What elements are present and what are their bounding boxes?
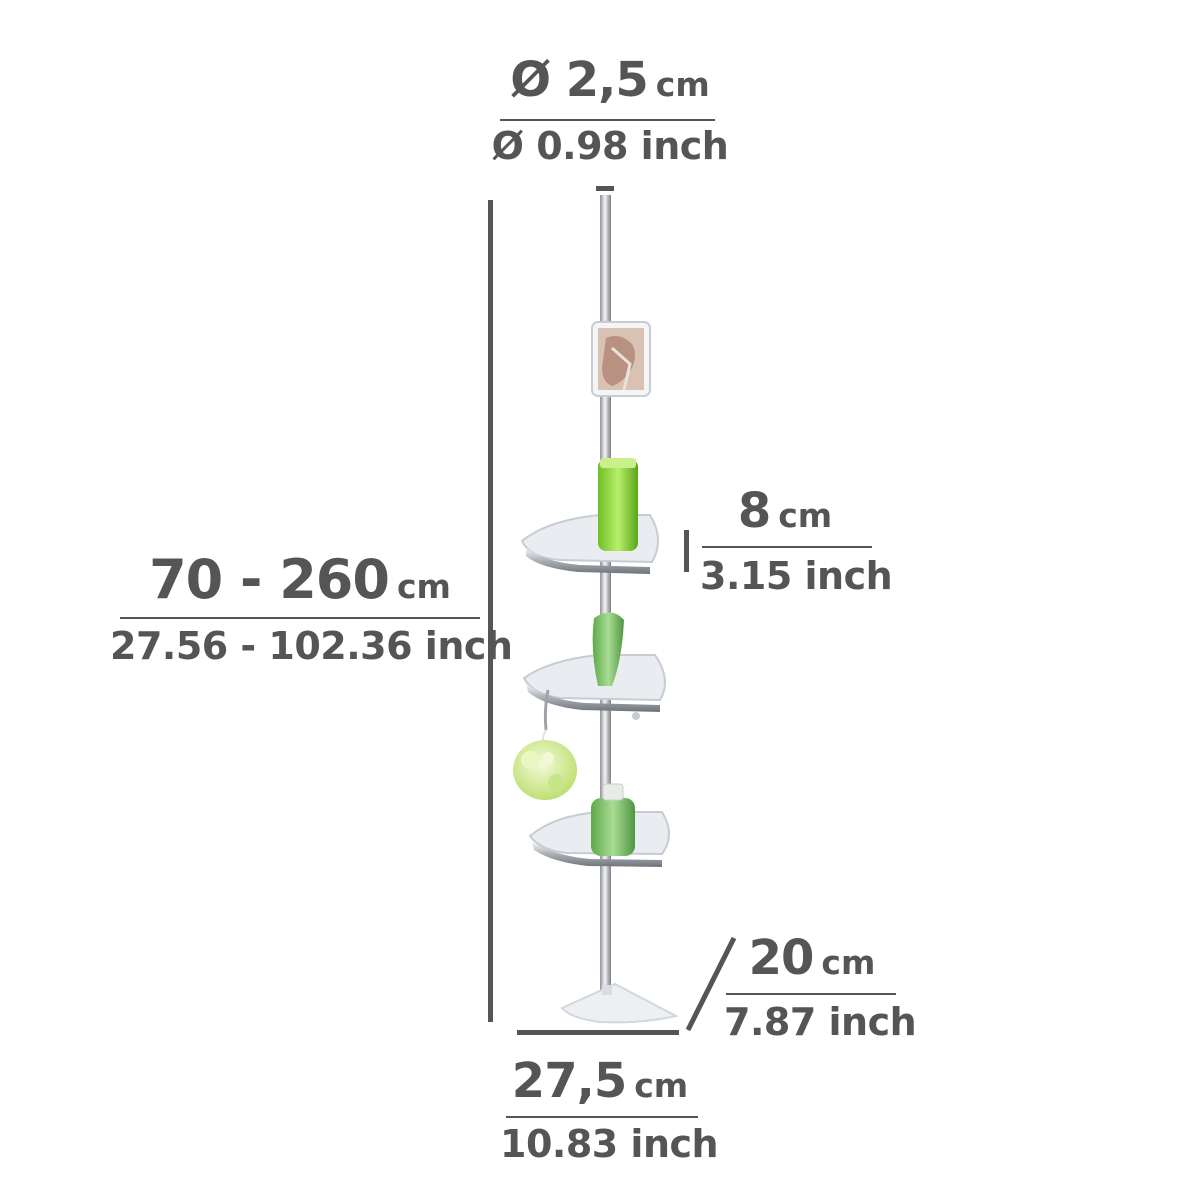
depth-divider [726, 993, 896, 995]
depth-imperial: 7.87 inch [724, 1000, 917, 1044]
pole [600, 195, 611, 990]
shelf-top [520, 458, 659, 574]
diameter-imperial: Ø 0.98 inch [491, 124, 729, 168]
diameter-divider [500, 119, 715, 121]
width-divider [506, 1116, 698, 1118]
bath-sponge [513, 689, 577, 800]
green-tube-middle [592, 612, 624, 686]
shelf-gap-indicator-line [684, 530, 689, 572]
height-indicator-line [488, 200, 493, 1022]
pole-top-cap [596, 186, 614, 191]
width-indicator-line [517, 1030, 679, 1035]
width-imperial-block: 10.83 inch [500, 1122, 719, 1166]
base-foot [560, 982, 679, 1024]
shelf-gap-divider [702, 546, 872, 548]
height-divider [120, 617, 480, 619]
shelf-middle [522, 612, 666, 720]
height-imperial: 27.56 - 102.36 inch [110, 624, 513, 668]
shelf-gap-imperial-block: 3.15 inch [700, 554, 893, 598]
green-bottle-bottom [591, 798, 635, 856]
shelf-gap-imperial: 3.15 inch [700, 554, 893, 598]
height-imperial-block: 27.56 - 102.36 inch [110, 624, 513, 668]
shelf-bottom [528, 783, 670, 867]
diameter-imperial-block: Ø 0.98 inch [490, 124, 730, 168]
green-bottle-top [598, 459, 638, 551]
depth-imperial-block: 7.87 inch [724, 1000, 917, 1044]
mirror [591, 321, 651, 397]
width-imperial: 10.83 inch [500, 1122, 719, 1166]
